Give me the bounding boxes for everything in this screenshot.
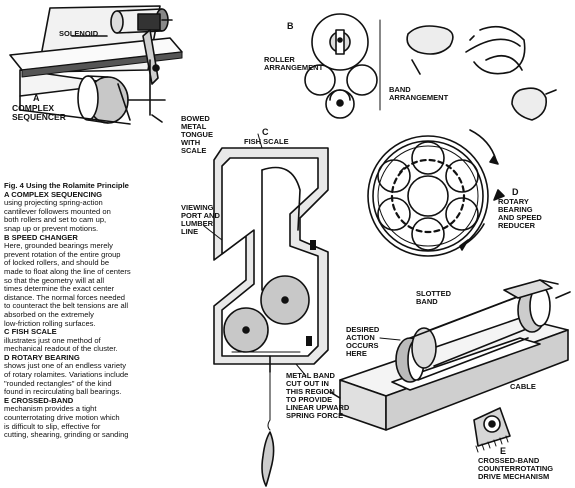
caption-title: Fig. 4 Using the Rolamite Principle xyxy=(4,181,129,190)
bowed-tongue-line-2: METAL xyxy=(181,122,207,131)
viewing-port-line-3: LUMBER xyxy=(181,219,214,228)
bowed-tongue-label: BOWED METAL TONGUE WITH SCALE xyxy=(181,115,213,155)
roller-arrangement-line-1: ROLLER xyxy=(264,55,295,64)
e-letter: E xyxy=(500,446,507,456)
section-b-line: Here, grounded bearings merely xyxy=(4,241,113,251)
band-arrangement-label: BAND ARRANGEMENT xyxy=(389,86,448,102)
crossed-band-label: CROSSED-BAND COUNTERROTATING DRIVE MECHA… xyxy=(478,457,553,481)
rotary-bearing-line-4: REDUCER xyxy=(498,221,536,230)
section-c-line: illustrates just one method of xyxy=(4,335,101,345)
section-b-line: times determine the exact center xyxy=(4,284,115,294)
fish-scale-label: FISH SCALE xyxy=(244,137,289,146)
roller-arrangement-drawing xyxy=(304,13,381,119)
section-a-head: A COMPLEX SEQUENCING xyxy=(4,189,103,199)
desired-action-line-2: ACTION xyxy=(346,333,375,342)
rotary-bearing-line-1: ROTARY xyxy=(498,197,529,206)
crossed-band-line-2: COUNTERROTATING xyxy=(478,464,554,473)
section-d-line: found in recirculating ball bearings. xyxy=(4,387,122,397)
desired-action-line-1: DESIRED xyxy=(346,325,380,334)
metal-band-line-4: TO PROVIDE xyxy=(286,395,333,404)
rotary-bearing-drawing xyxy=(367,129,505,257)
viewing-port-line-1: VIEWING xyxy=(181,203,214,212)
slotted-band-label: SLOTTED BAND xyxy=(416,290,451,306)
viewing-port-line-2: PORT AND xyxy=(181,211,220,220)
section-d-line: "rounded rectangles" of the kind xyxy=(4,378,112,388)
bowed-tongue-line-4: WITH xyxy=(181,138,201,147)
complex-sequencer-letter: A xyxy=(33,93,40,103)
section-a-line: both rollers and set to cam up, xyxy=(4,215,107,225)
figure-caption: Fig. 4 Using the Rolamite Principle A CO… xyxy=(4,181,174,440)
rotary-bearing-line-3: AND SPEED xyxy=(498,213,542,222)
rotary-bearing-label: ROTARY BEARING AND SPEED REDUCER xyxy=(498,198,542,230)
band-arrangement-line-1: BAND xyxy=(389,85,411,94)
metal-band-line-5: LINEAR UPWARD xyxy=(286,403,350,412)
section-b-line: to counteract the belt tensions are all xyxy=(4,301,129,311)
desired-action-line-4: HERE xyxy=(346,349,367,358)
fish-scale-drawing xyxy=(203,133,329,487)
bowed-tongue-line-5: SCALE xyxy=(181,146,207,155)
solenoid-label: SOLENOID xyxy=(59,29,99,38)
section-b-line: of locked rollers, and should be xyxy=(4,258,110,268)
crossed-band-drawing xyxy=(329,279,571,453)
crossed-band-line-1: CROSSED-BAND xyxy=(478,456,540,465)
metal-band-line-6: SPRING FORCE xyxy=(286,411,344,420)
section-e-head: E CROSSED-BAND xyxy=(4,395,74,405)
slotted-band-line-1: SLOTTED xyxy=(416,289,451,298)
desired-action-line-3: OCCURS xyxy=(346,341,379,350)
section-d-line: shows just one of an endless variety xyxy=(4,361,126,371)
section-e-line: is difficult to slip, effective for xyxy=(4,421,101,431)
section-b-head: B SPEED CHANGER xyxy=(4,232,78,242)
metal-band-line-2: CUT OUT IN xyxy=(286,379,329,388)
complex-sequencer-line-1: COMPLEX xyxy=(12,103,55,113)
c-letter: C xyxy=(262,127,269,137)
metal-band-line-1: METAL BAND xyxy=(286,371,335,380)
bowed-tongue-line-1: BOWED xyxy=(181,114,210,123)
desired-action-label: DESIRED ACTION OCCURS HERE xyxy=(346,326,379,358)
metal-band-label: METAL BAND CUT OUT IN THIS REGION TO PRO… xyxy=(286,372,349,420)
viewing-port-line-4: LINE xyxy=(181,227,199,236)
complex-sequencer-drawing xyxy=(9,5,183,125)
section-c-head: C FISH SCALE xyxy=(4,327,57,337)
metal-band-line-3: THIS REGION xyxy=(286,387,335,396)
band-arrangement-drawing xyxy=(406,25,557,121)
section-e-line: counterrotating drive motion which xyxy=(4,413,120,423)
roller-arrangement-label: ROLLER ARRANGEMENT xyxy=(264,56,323,72)
section-a-line: snap up or prevent motions. xyxy=(4,223,99,233)
section-d-head: D ROTARY BEARING xyxy=(4,352,80,362)
section-c-line: mechanical readout of the cluster. xyxy=(4,344,118,354)
viewing-port-label: VIEWING PORT AND LUMBER LINE xyxy=(181,204,220,236)
complex-sequencer-line-2: SEQUENCER xyxy=(12,112,66,122)
section-d-line: of rotary rolamites. Variations include xyxy=(4,370,129,380)
complex-sequencer-title: COMPLEX SEQUENCER xyxy=(12,104,66,122)
section-b-line: made to float along the line of centers xyxy=(4,266,131,276)
section-b-line: absorbed on the extremely xyxy=(4,309,94,319)
b-letter: B xyxy=(287,21,294,31)
section-b-line: low-friction rolling surfaces. xyxy=(4,318,96,328)
section-e-line: mechanism provides a tight xyxy=(4,404,97,414)
section-a-line: using projecting spring-action xyxy=(4,198,103,208)
d-letter: D xyxy=(512,187,519,197)
slotted-band-line-2: BAND xyxy=(416,297,438,306)
crossed-band-line-3: DRIVE MECHANISM xyxy=(478,472,550,481)
roller-arrangement-line-2: ARRANGEMENT xyxy=(264,63,324,72)
section-b-line: so that the geometry will at all xyxy=(4,275,105,285)
section-b-line: prevent rotation of the entire group xyxy=(4,249,121,259)
bowed-tongue-line-3: TONGUE xyxy=(181,130,213,139)
section-a-line: cantilever followers mounted on xyxy=(4,206,111,216)
section-b-line: distance. The normal forces needed xyxy=(4,292,126,302)
rotary-bearing-line-2: BEARING xyxy=(498,205,533,214)
section-e-line: cutting, shearing, grinding or sanding xyxy=(4,430,129,440)
band-arrangement-line-2: ARRANGEMENT xyxy=(389,93,449,102)
cable-label: CABLE xyxy=(510,382,536,391)
